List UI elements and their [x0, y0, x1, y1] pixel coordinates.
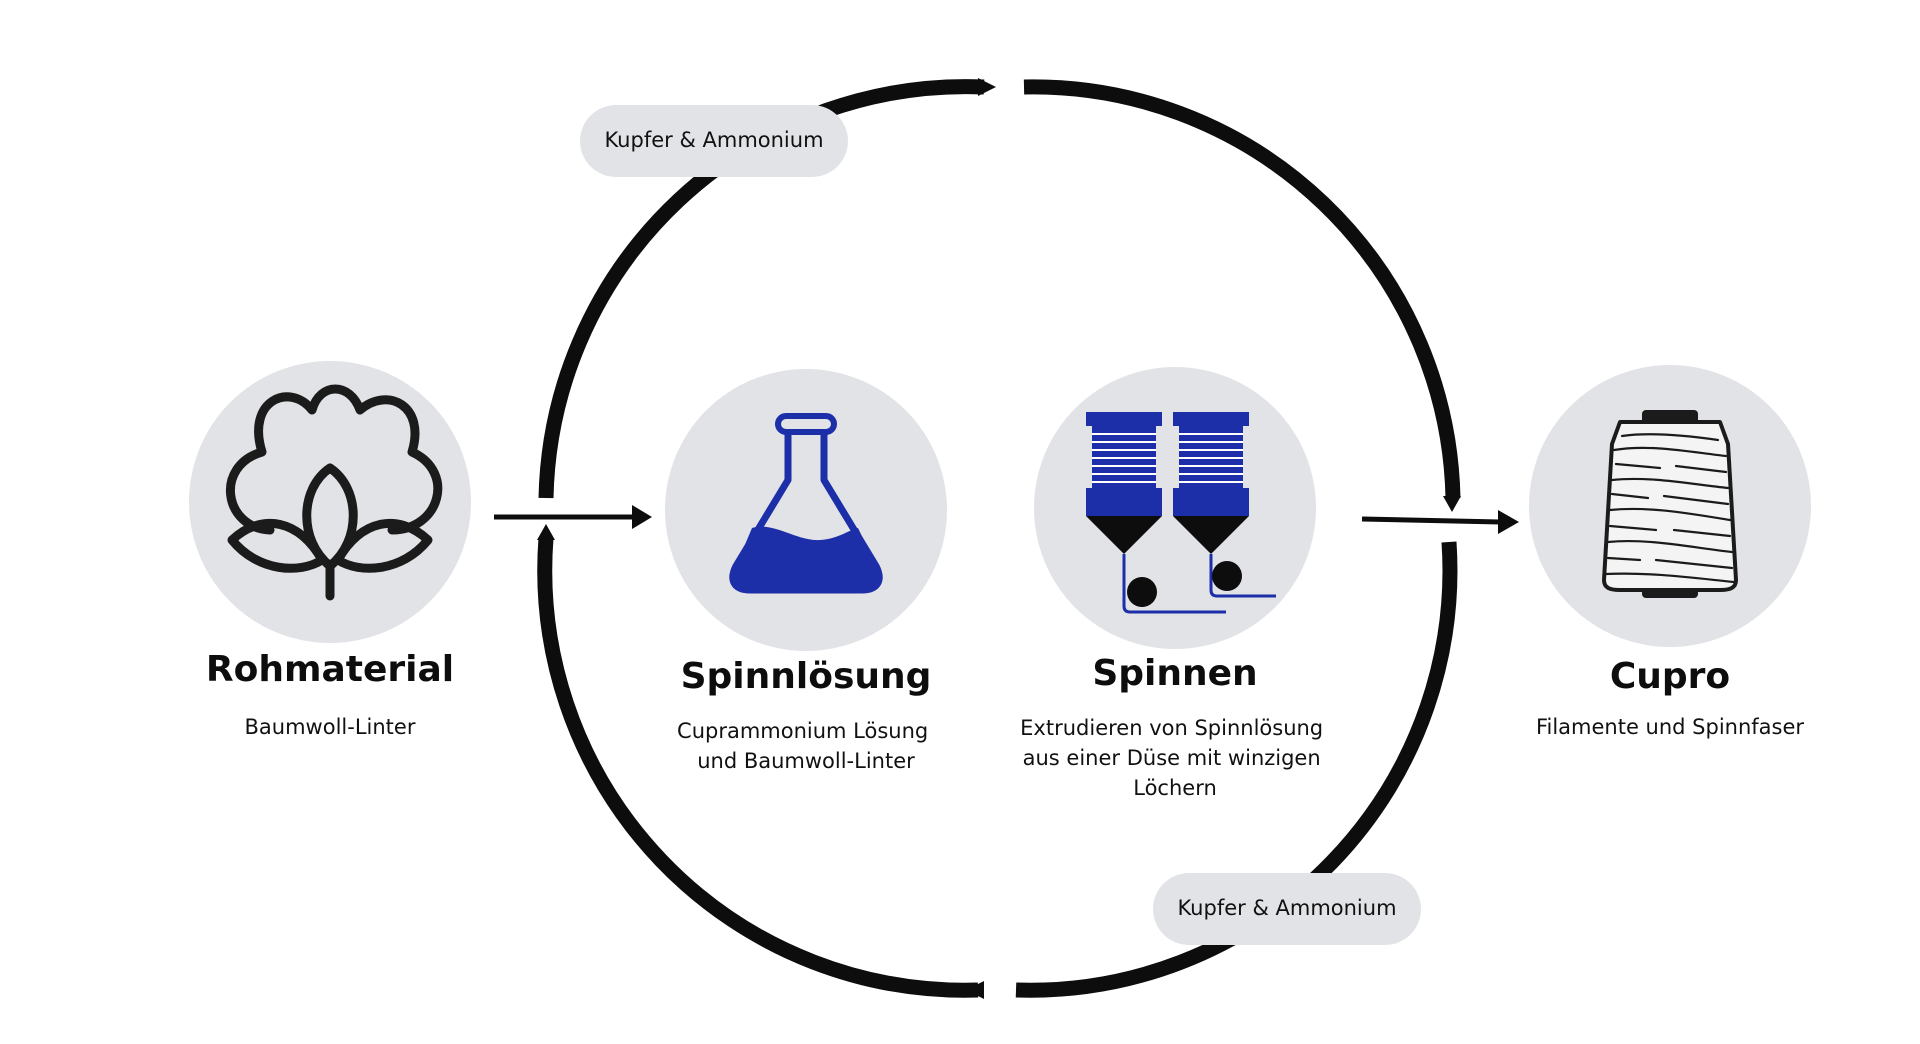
step-rohmaterial: Rohmaterial Baumwoll-Linter — [189, 361, 471, 739]
pill-bottom-label: Kupfer & Ammonium — [1177, 896, 1396, 920]
cotton-flower-icon — [225, 384, 443, 601]
step-subtitle-rohmaterial: Baumwoll-Linter — [245, 715, 416, 739]
arrow-left — [494, 505, 652, 529]
pill-bottom: Kupfer & Ammonium — [1153, 873, 1421, 945]
ring-arrowhead-top — [978, 78, 996, 96]
ring-arrowhead-left — [537, 524, 555, 540]
flask-icon — [729, 413, 883, 594]
step-title-spinnen: Spinnen — [1092, 653, 1257, 694]
cycle-arc-top-left — [538, 79, 985, 499]
step-subtitle-spinnloesung: Cuprammonium Lösung und Baumwoll-Linter — [677, 719, 935, 773]
step-subtitle-spinnen: Extrudieren von Spinnlösung aus einer Dü… — [1020, 716, 1330, 800]
step-title-cupro: Cupro — [1610, 656, 1730, 697]
cycle-arrowheads — [537, 78, 1461, 999]
ring-arrowhead-right — [1443, 496, 1461, 512]
step-title-spinnloesung: Spinnlösung — [681, 656, 932, 697]
pill-top: Kupfer & Ammonium — [580, 105, 848, 177]
step-spinnloesung: Spinnlösung Cuprammonium Lösung und Baum… — [665, 369, 947, 773]
pill-top-label: Kupfer & Ammonium — [604, 128, 823, 152]
spinning-nozzle-icon — [1086, 412, 1276, 614]
step-title-rohmaterial: Rohmaterial — [206, 649, 454, 690]
step-spinnen: Spinnen Extrudieren von Spinnlösung aus … — [1020, 367, 1330, 800]
cycle-arc-bottom-left — [537, 537, 979, 998]
step-cupro: Cupro Filamente und Spinnfaser — [1529, 365, 1811, 739]
step-subtitle-cupro: Filamente und Spinnfaser — [1536, 715, 1804, 739]
cycle-ring — [537, 79, 1461, 998]
icon-circle-spinnloesung — [665, 369, 947, 651]
arrow-right — [1361, 510, 1519, 534]
cycle-arc-top-right — [1023, 79, 1461, 499]
yarn-cone-icon — [1602, 410, 1738, 598]
ring-arrowhead-bottom — [966, 981, 984, 999]
cycle-arc-bottom-right — [1015, 541, 1458, 998]
